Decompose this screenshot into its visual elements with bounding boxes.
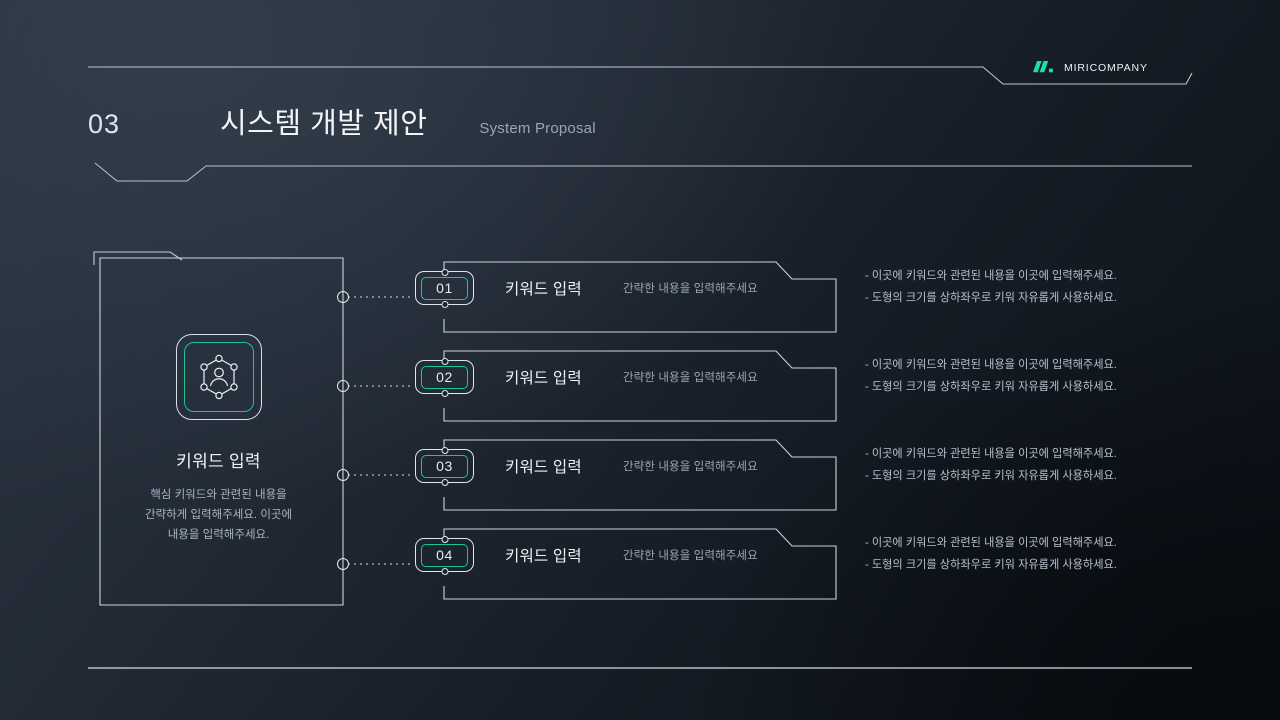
- step-badge: 03: [415, 446, 474, 486]
- badge-cap-top: [441, 268, 448, 276]
- header-top-rule: [88, 66, 1193, 85]
- step-subtitle: 간략한 내용을 입력해주세요: [623, 372, 758, 384]
- step-note-line: - 도형의 크기를 상하좌우로 키워 자유롭게 사용하세요.: [865, 291, 1117, 304]
- card-icon-frame: [175, 334, 262, 420]
- section-number: 03: [88, 109, 121, 139]
- card-body-line: 간략하게 입력해주세요. 이곳에: [144, 509, 293, 522]
- page-title: 시스템 개발 제안: [220, 108, 428, 140]
- step-subtitle: 간략한 내용을 입력해주세요: [623, 550, 758, 562]
- step-subtitle: 간략한 내용을 입력해주세요: [623, 461, 758, 473]
- step-label: 키워드 입력: [505, 281, 582, 298]
- card-icon-accent-frame: [183, 342, 254, 412]
- timeline-node-2: [337, 380, 349, 392]
- step-number: 02: [421, 365, 468, 389]
- timeline-row[interactable]: 03 키워드 입력 간략한 내용을 입력해주세요 - 이곳에 키워드와 관련된 …: [415, 427, 1180, 523]
- timeline-row[interactable]: 02 키워드 입력 간략한 내용을 입력해주세요 - 이곳에 키워드와 관련된 …: [415, 338, 1180, 434]
- keyword-summary-card: 키워드 입력 핵심 키워드와 관련된 내용을 간략하게 입력해주세요. 이곳에 …: [94, 257, 343, 605]
- badge-cap-bottom: [441, 567, 448, 575]
- badge-cap-bottom: [441, 478, 448, 486]
- badge-cap-top: [441, 446, 448, 454]
- step-badge: 02: [415, 357, 474, 397]
- step-notes: - 이곳에 키워드와 관련된 내용을 이곳에 입력해주세요. - 도형의 크기를…: [865, 266, 1195, 310]
- step-notes: - 이곳에 키워드와 관련된 내용을 이곳에 입력해주세요. - 도형의 크기를…: [865, 533, 1195, 577]
- timeline-node-3: [337, 469, 349, 481]
- step-note-line: - 도형의 크기를 상하좌우로 키워 자유롭게 사용하세요.: [865, 380, 1117, 393]
- step-note-line: - 이곳에 키워드와 관련된 내용을 이곳에 입력해주세요.: [865, 537, 1117, 549]
- page-title-block: 03 시스템 개발 제안 System Proposal: [88, 100, 596, 148]
- badge-cap-top: [441, 535, 448, 543]
- step-number: 03: [421, 454, 468, 478]
- badge-cap-bottom: [441, 300, 448, 308]
- step-label: 키워드 입력: [505, 370, 582, 387]
- step-badge: 01: [415, 268, 474, 308]
- card-body-line: 내용을 입력해주세요.: [167, 529, 270, 542]
- timeline-row[interactable]: 04 키워드 입력 간략한 내용을 입력해주세요 - 이곳에 키워드와 관련된 …: [415, 516, 1180, 612]
- step-number: 04: [421, 543, 468, 567]
- card-body-text: 핵심 키워드와 관련된 내용을 간략하게 입력해주세요. 이곳에 내용을 입력해…: [119, 485, 319, 545]
- brand-logo: MIRICOMPANY: [1033, 59, 1148, 77]
- header-bottom-rule: [94, 162, 1192, 182]
- card-heading: 키워드 입력: [176, 452, 261, 471]
- badge-cap-bottom: [441, 389, 448, 397]
- user-network-icon: [199, 354, 238, 400]
- step-label: 키워드 입력: [505, 459, 582, 476]
- step-notes: - 이곳에 키워드와 관련된 내용을 이곳에 입력해주세요. - 도형의 크기를…: [865, 355, 1195, 399]
- card-body-line: 핵심 키워드와 관련된 내용을: [150, 489, 287, 501]
- step-badge: 04: [415, 535, 474, 575]
- step-subtitle: 간략한 내용을 입력해주세요: [623, 283, 758, 295]
- step-note-line: - 도형의 크기를 상하좌우로 키워 자유롭게 사용하세요.: [865, 469, 1117, 482]
- step-label: 키워드 입력: [505, 548, 582, 565]
- badge-cap-top: [441, 357, 448, 365]
- step-note-line: - 이곳에 키워드와 관련된 내용을 이곳에 입력해주세요.: [865, 270, 1117, 282]
- page-subtitle: System Proposal: [479, 120, 596, 137]
- timeline-node-1: [337, 291, 349, 303]
- step-note-line: - 이곳에 키워드와 관련된 내용을 이곳에 입력해주세요.: [865, 359, 1117, 371]
- timeline-node-4: [337, 558, 349, 570]
- step-notes: - 이곳에 키워드와 관련된 내용을 이곳에 입력해주세요. - 도형의 크기를…: [865, 444, 1195, 488]
- step-note-line: - 이곳에 키워드와 관련된 내용을 이곳에 입력해주세요.: [865, 448, 1117, 460]
- timeline-row[interactable]: 01 키워드 입력 간략한 내용을 입력해주세요 - 이곳에 키워드와 관련된 …: [415, 249, 1180, 345]
- step-note-line: - 도형의 크기를 상하좌우로 키워 자유롭게 사용하세요.: [865, 558, 1117, 571]
- brand-name: MIRICOMPANY: [1064, 62, 1148, 74]
- miricompany-logo-icon: [1033, 60, 1053, 72]
- step-number: 01: [421, 276, 468, 300]
